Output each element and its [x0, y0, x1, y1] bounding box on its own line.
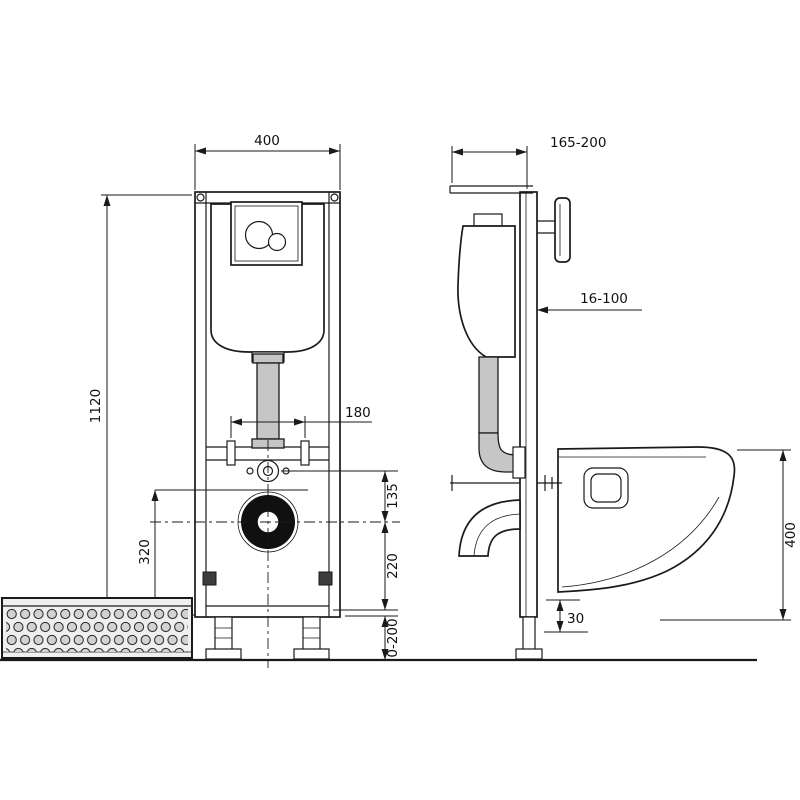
dim-label-outlet-to-base: 220 [385, 553, 401, 579]
frame-foot-side [515, 648, 543, 660]
dim-label-wall-distance: 16-100 [580, 291, 628, 307]
dim-label-foot-adjust: 0-200 [385, 618, 401, 657]
dimension-wall-distance: 16-100 [537, 291, 642, 314]
fixing-stud [226, 440, 236, 466]
frame-leg [214, 616, 233, 651]
frame-leg-side [522, 616, 536, 651]
dim-label-frame-width: 400 [254, 133, 280, 149]
frame-bracket [202, 571, 217, 586]
cistern-side [457, 213, 516, 358]
mounting-frame-front [194, 191, 341, 660]
frame-bolt-hole [196, 193, 205, 202]
dimension-bowl-height: 400 [660, 449, 799, 621]
flush-pipe-front [251, 353, 285, 449]
drain-elbow [458, 499, 521, 557]
bowl-connections [450, 475, 562, 491]
dim-label-bowl-height: 400 [783, 522, 799, 548]
dimension-outlet-to-base: 220 [333, 522, 401, 611]
dimension-depth: 165-200 [451, 135, 606, 189]
dimension-stud-spacing: 180 [230, 405, 372, 438]
dimension-foot-adjust: 0-200 [345, 615, 401, 660]
dim-label-outlet-axis: 320 [137, 539, 153, 565]
frame-foot [205, 648, 242, 660]
connections-front [150, 440, 400, 668]
dim-label-bowl-gap: 30 [567, 611, 584, 627]
cistern-front [210, 201, 325, 363]
frame-leg [302, 616, 321, 651]
side-view: 165-200 16-100 400 30 [449, 135, 799, 660]
dimension-inlet-to-outlet: 135 [281, 470, 401, 522]
dim-label-inlet-to-outlet: 135 [385, 483, 401, 509]
toilet-bowl-side [557, 446, 736, 593]
frame-bracket [318, 571, 333, 586]
dim-label-depth: 165-200 [550, 135, 606, 151]
flush-pipe-side [478, 356, 526, 479]
mounting-frame-side [515, 191, 543, 660]
dim-label-frame-height: 1120 [88, 389, 104, 423]
fixing-stud [300, 440, 310, 466]
channel-perforations [6, 607, 188, 652]
drain-channel [1, 597, 193, 659]
flush-button-small [267, 232, 287, 252]
dimension-bowl-gap: 30 [544, 599, 588, 633]
wall-bracket [537, 197, 571, 263]
frame-foot [293, 648, 330, 660]
frame-bolt-hole [330, 193, 339, 202]
dimension-frame-width: 400 [194, 133, 341, 190]
dim-label-stud-spacing: 180 [345, 405, 371, 421]
front-view: 400 1120 180 135 220 0-2 [88, 133, 401, 668]
